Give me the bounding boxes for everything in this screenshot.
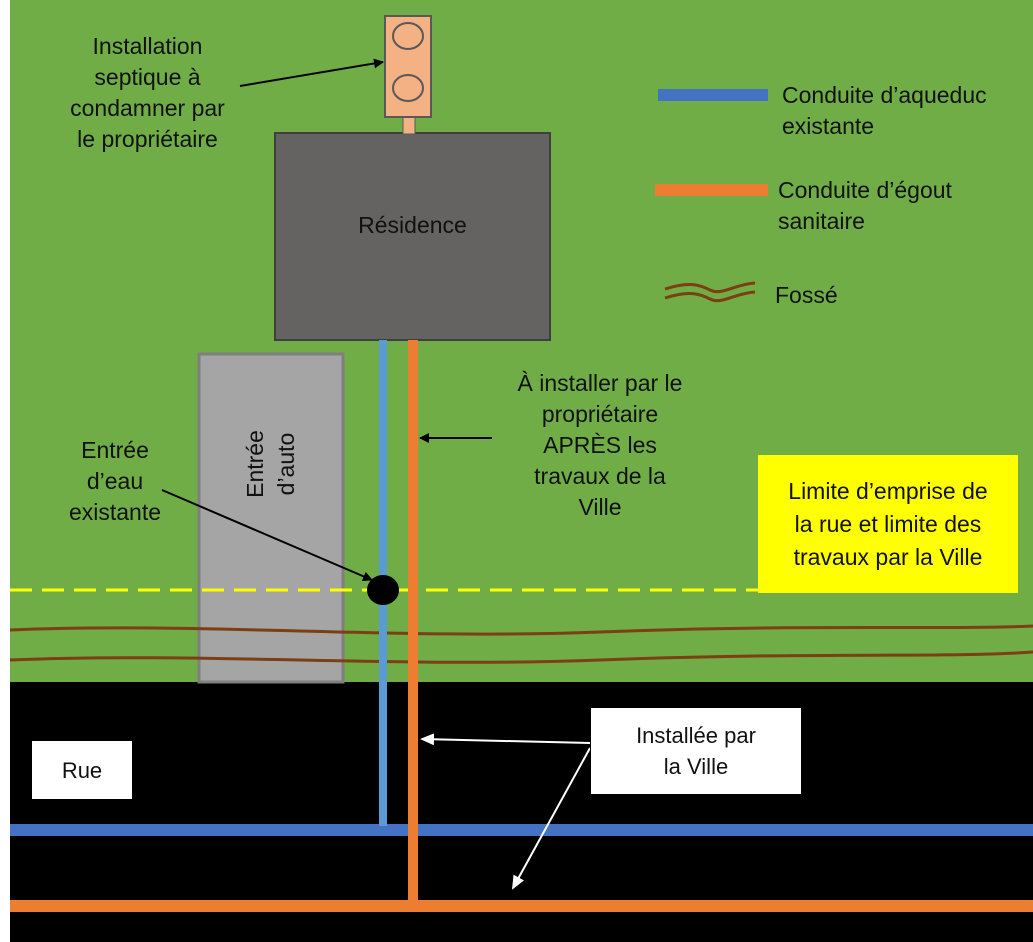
limit-label: Limite d’emprise de la rue et limite des… [758, 455, 1018, 593]
driveway [197, 352, 345, 684]
septic-label: Installation septique à condamner par le… [70, 33, 225, 152]
septic-compartment-1 [392, 22, 424, 50]
septic-pipe [402, 116, 416, 135]
street-area [10, 682, 1033, 942]
legend-ditch-symbol [664, 281, 756, 294]
legend-sewer-label: Conduite d’égout sanitaire [778, 177, 952, 234]
legend-ditch-label: Fossé [775, 282, 838, 308]
legend-aqueduct-label: Conduite d’aqueduc existante [782, 82, 987, 139]
arrow-city-install-branch [420, 733, 591, 746]
water-entry-valve [367, 575, 399, 605]
owner-install-label: À installer par le propriétaire APRÈS le… [517, 370, 683, 520]
arrow-septic [239, 58, 384, 87]
ditch-line-lower [9, 650, 1033, 664]
driveway-label: Entrée d’auto [242, 430, 299, 498]
ditch-line-upper [9, 624, 1033, 636]
street-label: Rue [31, 740, 133, 800]
arrow-city-install-main [512, 747, 591, 890]
arrow-water-entry [161, 489, 373, 582]
septic-compartment-2 [392, 74, 424, 102]
legend-ditch-symbol-2 [664, 290, 756, 303]
residence [274, 132, 551, 341]
water-entry-label: Entrée d’eau existante [68, 437, 162, 525]
city-install-label: Installée par la Ville [590, 707, 802, 795]
residence-label: Résidence [358, 212, 467, 238]
